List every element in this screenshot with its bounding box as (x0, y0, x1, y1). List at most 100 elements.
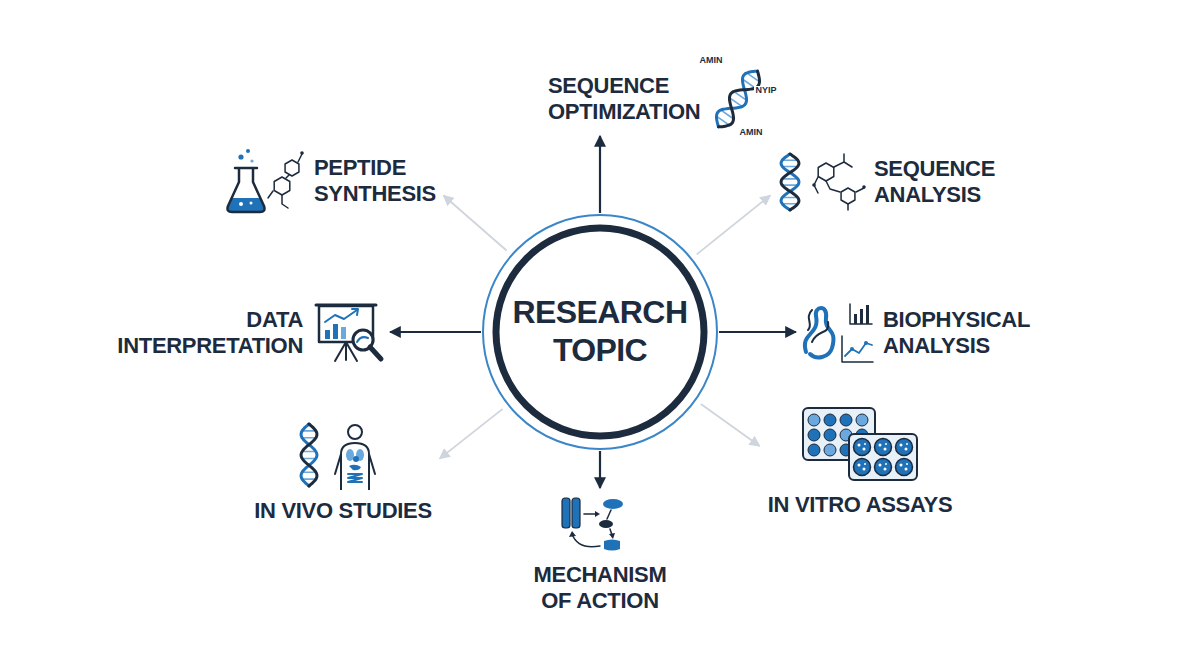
icon-path (808, 310, 828, 342)
icon-circle (353, 456, 359, 462)
icon-path (595, 511, 600, 517)
icon-path (781, 154, 799, 210)
step-title: BIOPHYSICAL ANALYSIS (883, 307, 1030, 359)
icon-circle (854, 439, 871, 456)
step-icon (311, 300, 386, 366)
step-title: IN VIVO STUDIES (254, 498, 432, 524)
icon-circle (906, 463, 908, 465)
icon-circle (824, 414, 836, 426)
icon-path (303, 430, 315, 432)
icon-path (783, 159, 796, 161)
icon-path (228, 168, 265, 212)
icon-circle (239, 202, 243, 206)
icon-path (842, 336, 873, 362)
step-icon (226, 148, 306, 214)
icon-rect (562, 498, 570, 528)
icon-path (805, 308, 834, 357)
step-icon (708, 66, 768, 132)
step-label: SEQUENCE ANALYSIS (778, 152, 995, 212)
icon-rect (341, 327, 346, 339)
step-title: SEQUENCE OPTIMIZATION (548, 73, 700, 125)
step-label: SEQUENCE OPTIMIZATION (548, 66, 768, 132)
strand-label: AMIN (738, 128, 763, 137)
icon-path (303, 437, 315, 439)
icon-path (349, 465, 361, 470)
connector-arrow (444, 195, 507, 250)
icon-circle (348, 425, 362, 439)
step-icon (550, 492, 650, 554)
step-label: IN VITRO ASSAYS (768, 404, 953, 518)
topic-circle: RESEARCH TOPIC (482, 214, 718, 450)
icon-circle (808, 414, 820, 426)
icon-circle (864, 463, 866, 465)
icon-circle (858, 444, 861, 447)
icon-path (352, 309, 358, 315)
icon-path (301, 424, 317, 486)
step-icon (778, 152, 866, 212)
icon-circle (896, 459, 913, 476)
icon-circle (300, 151, 304, 155)
connector-arrow (440, 409, 503, 459)
icon-circle (858, 464, 861, 467)
icon-path (228, 198, 265, 211)
step-icon (801, 404, 919, 484)
icon-path (814, 154, 852, 193)
icon-circle (879, 464, 882, 467)
icon-circle (905, 468, 908, 471)
icon-circle (864, 443, 866, 445)
icon-circle (808, 444, 820, 456)
icon-circle (863, 468, 866, 471)
icon-rect (572, 498, 580, 528)
icon-path (781, 154, 799, 210)
icon-circle (863, 448, 866, 451)
step-label: PEPTIDE SYNTHESIS (226, 148, 436, 214)
icon-circle (250, 159, 253, 162)
icon-path (607, 510, 611, 519)
icon-circle (906, 443, 908, 445)
icon-path (848, 188, 864, 210)
icon-circle (884, 448, 887, 451)
icon-path (850, 304, 872, 324)
connector-arrow (599, 136, 601, 213)
icon-path (303, 451, 315, 453)
step-label: IN VIVO STUDIES (254, 422, 432, 524)
step-title: IN VITRO ASSAYS (768, 492, 953, 518)
step-title: SEQUENCE ANALYSIS (874, 156, 995, 208)
icon-circle (840, 414, 852, 426)
strand-label: AMIN (698, 56, 723, 65)
icon-path (783, 184, 796, 186)
icon-circle (824, 429, 836, 441)
step-icon (297, 422, 389, 490)
icon-path (303, 471, 315, 473)
connector-arrow (719, 331, 796, 333)
icon-circle (238, 154, 243, 159)
icon-path (572, 534, 600, 547)
icon-path (303, 458, 315, 460)
icon-rect (854, 314, 857, 324)
step-icon (800, 300, 875, 366)
connector-arrow (599, 451, 601, 488)
icon-ellipse (346, 449, 354, 461)
icon-path (348, 474, 362, 482)
icon-path (301, 424, 317, 486)
topic-title: RESEARCH TOPIC (513, 294, 688, 370)
icon-rect (325, 330, 330, 339)
connector-arrow (697, 195, 770, 254)
step-title: PEPTIDE SYNTHESIS (314, 155, 436, 207)
icon-circle (808, 429, 820, 441)
icon-path (268, 154, 302, 208)
icon-circle (862, 185, 866, 189)
icon-circle (246, 149, 250, 153)
icon-path (370, 347, 381, 359)
icon-circle (812, 183, 816, 187)
icon-rect (866, 305, 869, 324)
icon-path (569, 531, 576, 537)
step-label: DATA INTERPRETATION (117, 300, 386, 366)
icon-circle (900, 444, 903, 447)
icon-path (325, 310, 357, 322)
icon-rect (333, 324, 338, 339)
icon-path (783, 166, 796, 168)
icon-path (274, 177, 290, 195)
icon-circle (850, 347, 854, 351)
